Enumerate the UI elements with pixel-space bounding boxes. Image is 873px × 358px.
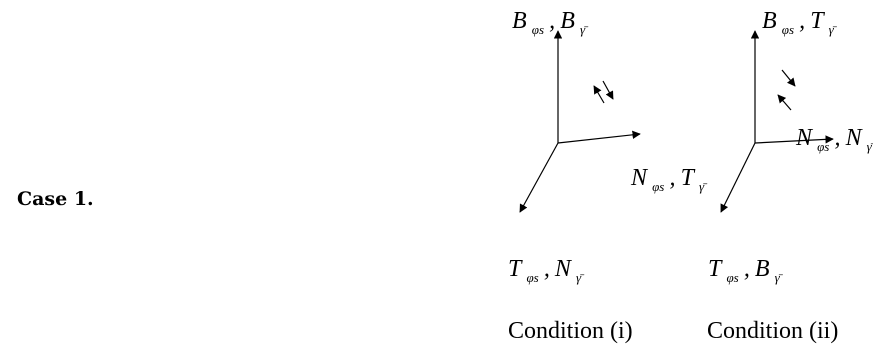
label-part: N <box>554 256 573 282</box>
axis-right-1 <box>557 130 641 144</box>
label-sub: γ̄ <box>775 270 784 285</box>
right-axis-label-2: N φs , N γ̄ <box>795 125 873 155</box>
diagram-condition-i: B φs , B γ̄ N φs , T γ̄ T φs , N γ̄ Cond… <box>508 8 708 344</box>
label-part: T <box>681 165 696 191</box>
rotation-arrow-up-1 <box>593 85 605 104</box>
label-sep: , <box>669 165 675 191</box>
top-axis-label-2: B φs , T γ̄ <box>762 8 838 38</box>
top-axis-label-1: B φs , B γ̄ <box>512 8 589 38</box>
rotation-arrow-up-2 <box>777 94 792 111</box>
caption-condition-i: Condition (i) <box>508 318 633 344</box>
diagram-condition-ii: B φs , T γ̄ N φs , N γ̄ T φs , B γ̄ Cond… <box>707 8 873 344</box>
label-sep: , <box>544 256 550 282</box>
label-sub: γ̄ <box>867 139 873 154</box>
label-sub: φs <box>817 139 829 154</box>
label-sub: φs <box>526 270 538 285</box>
label-part: B <box>560 8 575 34</box>
label-sep: , <box>549 8 555 34</box>
label-part: N <box>630 165 649 191</box>
label-part: T <box>810 8 825 34</box>
rotation-arrow-down-2 <box>781 69 796 87</box>
label-sub: γ̄ <box>829 22 838 37</box>
label-part: B <box>512 8 527 34</box>
label-part: B <box>762 8 777 34</box>
label-part: T <box>708 256 723 282</box>
label-sub: φs <box>782 22 794 37</box>
label-part: N <box>845 125 864 151</box>
front-axis-label-2: T φs , B γ̄ <box>708 256 784 286</box>
label-sep: , <box>799 8 805 34</box>
label-sub: φs <box>532 22 544 37</box>
label-sub: φs <box>726 270 738 285</box>
label-part: B <box>755 256 770 282</box>
label-part: T <box>508 256 523 282</box>
label-sep: , <box>834 125 840 151</box>
rotation-arrow-down-1 <box>602 80 614 100</box>
label-sep: , <box>744 256 750 282</box>
axis-front-2 <box>720 142 756 213</box>
label-sub: γ̄ <box>699 179 708 194</box>
axis-front-1 <box>519 142 559 213</box>
label-sub: γ̄ <box>576 270 585 285</box>
front-axis-label-1: T φs , N γ̄ <box>508 256 585 286</box>
axis-right-2 <box>754 135 834 144</box>
case-title: Case 1. <box>17 188 94 210</box>
right-axis-label-1: N φs , T γ̄ <box>630 165 708 195</box>
label-part: N <box>795 125 814 151</box>
caption-condition-ii: Condition (ii) <box>707 318 838 344</box>
label-sub: φs <box>652 179 664 194</box>
label-sub: γ̄ <box>580 22 589 37</box>
